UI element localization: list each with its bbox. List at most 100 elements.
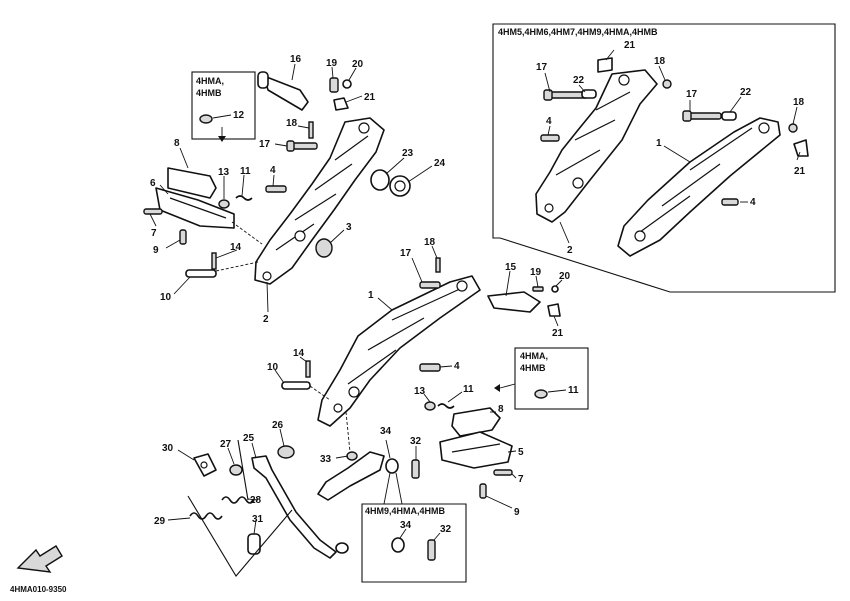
callout-7: 7 <box>151 228 157 239</box>
callout-22-variant-right: 22 <box>740 87 752 98</box>
sidestand-25 <box>251 455 337 559</box>
passenger-footrest-bracket <box>317 275 481 427</box>
spring-28 <box>221 496 255 504</box>
variant-box-left-label-1: 4HMA, <box>196 76 224 86</box>
bushing-3 <box>315 238 333 258</box>
callout-18: 18 <box>286 118 298 129</box>
sidestand-bracket-33 <box>317 451 385 501</box>
callout-4-variant: 4 <box>546 116 552 127</box>
clip-21-center <box>547 303 561 317</box>
callout-20: 20 <box>352 59 364 70</box>
variant-box-mid-right-label-2: 4HMB <box>520 363 546 373</box>
callout-1: 1 <box>368 290 374 301</box>
nut-11-variant <box>534 389 548 399</box>
callout-8: 8 <box>174 138 180 149</box>
callout-2: 2 <box>263 314 269 325</box>
callout-21-variant-right: 21 <box>794 166 806 177</box>
nut-27 <box>229 464 243 476</box>
footrest-peg-16 <box>263 75 309 111</box>
callout-12: 12 <box>233 110 245 121</box>
callout-8-right: 8 <box>498 404 504 415</box>
footrest-peg-15 <box>487 291 541 313</box>
variant-box-top-right-label: 4HM5,4HM6,4HM7,4HM9,4HMA,4HMB <box>498 27 658 37</box>
pin-18 <box>308 121 314 139</box>
callout-26: 26 <box>272 420 284 431</box>
callout-9-right: 9 <box>514 507 520 518</box>
washer-34 <box>385 458 399 474</box>
callout-4: 4 <box>270 165 276 176</box>
bolt-17 <box>290 142 318 150</box>
callout-32: 32 <box>410 436 422 447</box>
clip-21 <box>333 97 349 111</box>
collar-22-variant <box>581 89 597 99</box>
callout-20-center: 20 <box>559 271 571 282</box>
callout-28: 28 <box>250 495 262 506</box>
callout-18-variant: 18 <box>654 56 666 67</box>
bolt-9-right <box>479 483 487 499</box>
spring-11-right <box>437 403 455 409</box>
callout-7-right: 7 <box>518 474 524 485</box>
spring-29 <box>189 512 223 520</box>
variant-box-top-right: 4HM5,4HM6,4HM7,4HM9,4HMA,4HMB <box>492 23 836 293</box>
callout-25: 25 <box>243 433 255 444</box>
callout-1-variant: 1 <box>656 138 662 149</box>
bolt-32-variant <box>427 539 436 561</box>
rider-footrest-assembly: 4HMA, 4HMB 12 <box>143 54 446 325</box>
callout-5: 5 <box>518 447 524 458</box>
variant-box-left-label-2: 4HMB <box>196 88 222 98</box>
bolt-7 <box>143 208 163 215</box>
callout-17-variant: 17 <box>536 62 548 73</box>
callout-19-center: 19 <box>530 267 542 278</box>
callout-17-variant-right: 17 <box>686 89 698 100</box>
bolt-7-right <box>493 469 513 476</box>
callout-10: 10 <box>160 292 172 303</box>
callout-6: 6 <box>150 178 156 189</box>
nut-13-right <box>424 401 436 411</box>
callout-18-center: 18 <box>424 237 436 248</box>
pin-19-center <box>532 286 544 292</box>
sleeve-31 <box>247 533 261 555</box>
pin-19 <box>329 77 339 93</box>
footrest-rubber-8-right <box>451 407 501 437</box>
variant-box-bottom-label: 4HM9,4HMA,4HMB <box>365 506 446 516</box>
callout-19: 19 <box>326 58 338 69</box>
pin-10 <box>185 269 217 278</box>
callout-2-variant: 2 <box>567 245 573 256</box>
callout-30: 30 <box>162 443 174 454</box>
callout-9: 9 <box>153 245 159 256</box>
callout-24: 24 <box>434 158 446 169</box>
callout-21-center: 21 <box>552 328 564 339</box>
washer-20-center <box>551 285 559 293</box>
front-direction-arrow <box>16 545 63 573</box>
nut-12 <box>199 114 213 124</box>
footrest-rubber-8 <box>167 167 217 199</box>
callout-15: 15 <box>505 262 517 273</box>
bolt-9 <box>179 229 187 245</box>
callout-22-variant: 22 <box>573 75 585 86</box>
callout-17: 17 <box>259 139 271 150</box>
callout-13: 13 <box>218 167 230 178</box>
washer-20 <box>342 79 352 89</box>
callout-21-variant: 21 <box>624 40 636 51</box>
bolt-26 <box>277 445 295 459</box>
callout-33: 33 <box>320 454 332 465</box>
clip-14 <box>211 252 217 270</box>
callout-34-variant: 34 <box>400 520 412 531</box>
callout-11-box: 11 <box>568 385 579 396</box>
callout-11-right: 11 <box>463 384 474 395</box>
callout-31: 31 <box>252 514 264 525</box>
callout-29: 29 <box>154 516 166 527</box>
callout-34: 34 <box>380 426 392 437</box>
callout-23: 23 <box>402 148 414 159</box>
drawing-code: 4HMA010-9350 <box>10 585 67 594</box>
collar-23 <box>370 169 390 191</box>
callout-10-center: 10 <box>267 362 279 373</box>
callout-17-center: 17 <box>400 248 412 259</box>
callout-14-center: 14 <box>293 348 305 359</box>
callout-14: 14 <box>230 242 242 253</box>
callout-4-center: 4 <box>454 361 460 372</box>
bolt-4 <box>265 185 287 193</box>
nut-13 <box>218 199 230 209</box>
footrest-5 <box>439 431 513 469</box>
